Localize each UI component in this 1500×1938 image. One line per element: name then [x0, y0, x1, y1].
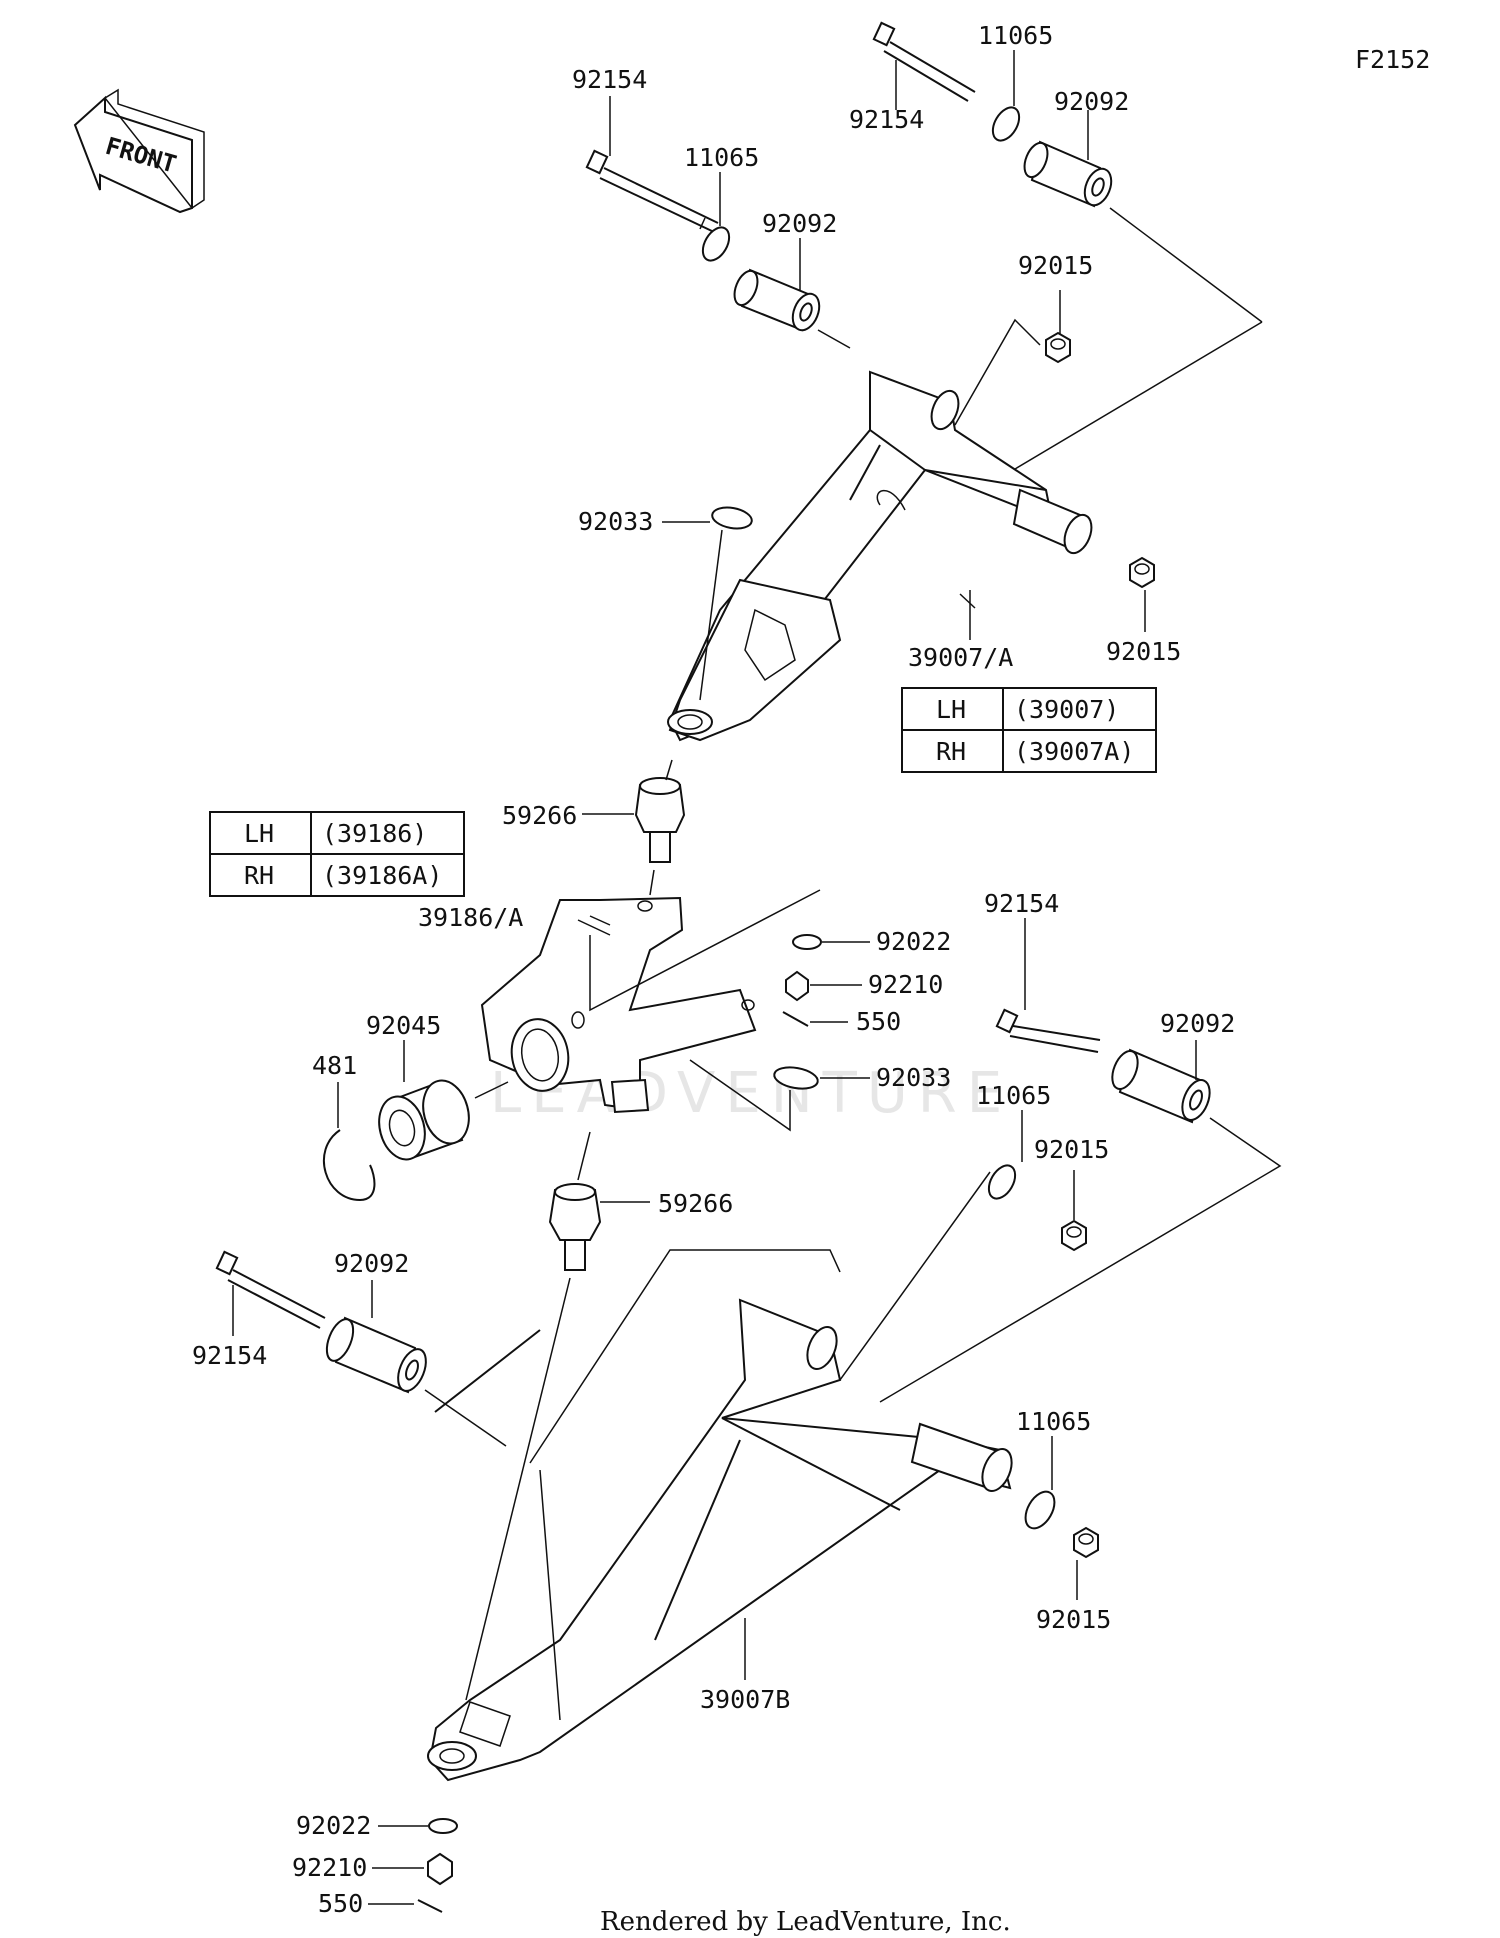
lower-nut-right: [1061, 1219, 1087, 1252]
knuckle-table: LH (39186) RH (39186A): [209, 811, 465, 897]
label-upper-bolt-right: 92154: [849, 105, 924, 134]
upper-table-rh-part: (39007A): [1014, 737, 1134, 766]
knuckle-table-rh-side: RH: [244, 861, 274, 890]
label-upper-bushing-left: 92092: [762, 209, 837, 238]
knuckle-circlip: [773, 1066, 819, 1090]
label-lower-washer-right: 11065: [976, 1081, 1051, 1110]
snap-ring: [323, 1129, 376, 1202]
upper-table-rh-side: RH: [936, 737, 966, 766]
lower-castle-nut: [427, 1852, 453, 1886]
upper-arm-table: LH (39007) RH (39007A): [901, 687, 1157, 773]
label-lower-nut-right: 92015: [1034, 1135, 1109, 1164]
upper-table-lh-part: (39007): [1014, 695, 1119, 724]
knuckle-washer: [792, 934, 822, 950]
knuckle-table-rh-part: (39186A): [322, 861, 442, 890]
knuckle-cotter-pin: [782, 1011, 809, 1027]
upper-washer-left: [701, 226, 731, 262]
lower-cotter-pin: [417, 1899, 443, 1913]
label-upper-washer-left: 11065: [684, 143, 759, 172]
upper-nut-1: [1045, 331, 1071, 364]
label-knuckle-circlip: 92033: [876, 1063, 951, 1092]
upper-bushing-left: [733, 268, 821, 332]
label-upper-bushing-right: 92092: [1054, 87, 1129, 116]
label-lower-bushing-right: 92092: [1160, 1009, 1235, 1038]
front-arrow-icon: FRONT: [73, 88, 205, 214]
credit-text: Rendered by LeadVenture, Inc.: [600, 1907, 1011, 1937]
label-bearing: 92045: [366, 1011, 441, 1040]
lower-bushing-left: [325, 1316, 427, 1394]
upper-bolt-right: [872, 21, 976, 102]
label-upper-washer-right: 11065: [978, 21, 1053, 50]
knuckle-table-lh-part: (39186): [322, 819, 427, 848]
upper-table-lh-side: LH: [936, 695, 966, 724]
wheel-bearing: [378, 1079, 470, 1161]
label-lower-ball-joint: 59266: [658, 1189, 733, 1218]
steering-knuckle: [480, 896, 757, 1114]
upper-nut-2: [1129, 556, 1155, 589]
upper-ball-joint: [634, 777, 686, 863]
label-lower-castle-nut: 92210: [292, 1853, 367, 1882]
lower-ball-joint: [548, 1183, 602, 1271]
label-lower-bushing-left: 92092: [334, 1249, 409, 1278]
upper-circlip: [711, 506, 753, 530]
label-upper-nut-1: 92015: [1018, 251, 1093, 280]
label-snap-ring: 481: [312, 1051, 357, 1080]
lower-bolt-left: [215, 1250, 326, 1329]
knuckle-table-lh-side: LH: [244, 819, 274, 848]
label-lower-bolt-left: 92154: [192, 1341, 267, 1370]
label-knuckle: 39186/A: [418, 903, 523, 932]
label-upper-ball-joint: 59266: [502, 801, 577, 830]
lower-washer: [428, 1818, 458, 1834]
lower-bolt-right: [995, 1008, 1101, 1053]
label-upper-circlip: 92033: [578, 507, 653, 536]
lower-bushing-right: [1111, 1048, 1211, 1124]
upper-bolt-left: [585, 149, 719, 233]
label-lower-cotter-pin: 550: [318, 1889, 363, 1918]
label-upper-bolt-left: 92154: [572, 65, 647, 94]
upper-a-arm: [667, 370, 1093, 742]
label-upper-nut-2: 92015: [1106, 637, 1181, 666]
lower-washer-rear: [1024, 1490, 1056, 1530]
upper-washer-right: [991, 106, 1021, 142]
label-lower-bolt-right: 92154: [984, 889, 1059, 918]
label-lower-nut-rear: 92015: [1036, 1605, 1111, 1634]
label-lower-washer: 92022: [296, 1811, 371, 1840]
label-knuckle-castle-nut: 92210: [868, 970, 943, 999]
label-knuckle-washer: 92022: [876, 927, 951, 956]
label-lower-arm: 39007B: [700, 1685, 790, 1714]
lower-a-arm: [427, 1298, 1013, 1782]
knuckle-castle-nut: [785, 970, 809, 1002]
upper-bushing-right: [1023, 140, 1113, 208]
lower-washer-right: [987, 1164, 1017, 1200]
label-lower-washer-rear: 11065: [1016, 1407, 1091, 1436]
label-upper-arm: 39007/A: [908, 643, 1013, 672]
label-knuckle-cotter-pin: 550: [856, 1007, 901, 1036]
lower-nut-rear: [1073, 1526, 1099, 1559]
figure-code: F2152: [1355, 45, 1430, 74]
